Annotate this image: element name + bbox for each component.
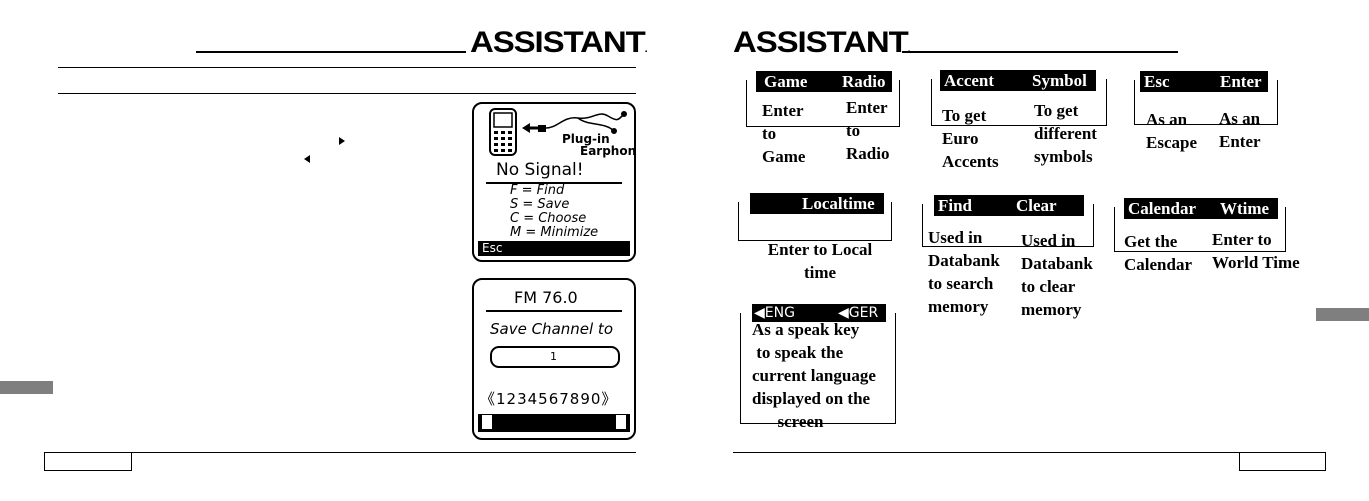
enter-key-label: Enter [1220, 72, 1262, 91]
left-header-line [196, 51, 466, 53]
wtime-desc: Enter to World Time [1212, 230, 1300, 272]
left-rule-top [58, 67, 636, 68]
calendar-wtime-key: Calendar Wtime [1124, 198, 1278, 219]
game-radio-bracket [746, 80, 900, 127]
fm-frequency: FM 76.0 [514, 288, 578, 307]
plug-in-label: Plug-in [562, 132, 610, 146]
accent-desc: To get Euro Accents [942, 106, 999, 171]
calendar-desc: Get the Calendar [1124, 232, 1192, 274]
option-choose: C = Choose [510, 211, 587, 226]
esc-key-label: Esc [1144, 72, 1170, 91]
find-clear-key: Find Clear [934, 195, 1084, 216]
symbol-desc: To get different symbols [1034, 101, 1097, 166]
earphone-label: Earphone [580, 144, 636, 158]
localtime-label: Localtime [802, 194, 875, 213]
no-signal-title: No Signal! [496, 160, 584, 180]
left-brand-logo: ASSISTANT. [470, 26, 648, 59]
radio-desc: Enter to Radio [846, 98, 890, 163]
speak-key-desc: As a speak key to speak the current lang… [752, 320, 876, 431]
find-label: Find [938, 196, 973, 215]
right-page-number-box [1239, 452, 1326, 471]
screen2-bottom-bar [478, 414, 630, 432]
radio-label: Radio [842, 72, 886, 91]
prev-channel-icon [482, 415, 492, 429]
option-save: S = Save [510, 197, 570, 212]
enter-desc: As an Enter [1219, 109, 1261, 151]
left-side-tab [0, 381, 53, 394]
game-radio-key: Game Radio [756, 71, 892, 92]
screen1-divider [486, 182, 622, 184]
ger-label: ◀GER [838, 305, 879, 321]
clear-desc: Used in Databank to clear memory [1021, 231, 1093, 319]
channel-field: 1 [490, 346, 620, 368]
accent-label: Accent [944, 71, 995, 90]
right-footer-line [733, 452, 1325, 453]
esc-label: Esc [482, 241, 503, 255]
left-rule-second [58, 93, 636, 94]
right-brand-logo: ASSISTANT. [733, 26, 911, 59]
left-footer-line [44, 452, 636, 453]
eng-label: ◀ENG [754, 305, 795, 321]
game-desc: Enter to Game [762, 101, 806, 166]
eng-ger-key: ◀ENG ◀GER [752, 304, 886, 322]
right-side-tab [1316, 308, 1369, 321]
channel-digits: 《1234567890》 [480, 390, 618, 408]
calendar-label: Calendar [1128, 199, 1196, 218]
fm-save-screen: FM 76.0 Save Channel to 1 《1234567890》 [472, 278, 636, 440]
localtime-desc: Enter to Local time [767, 240, 873, 282]
right-header-line [902, 51, 1178, 53]
option-find: F = Find [510, 183, 565, 198]
device-earphone-icon [489, 108, 627, 156]
esc-enter-key: Esc Enter [1140, 71, 1268, 92]
esc-enter-bracket [1134, 80, 1278, 125]
clear-label: Clear [1016, 196, 1057, 215]
next-channel-icon [616, 415, 626, 429]
eng-ger-bracket [740, 313, 896, 424]
esc-desc: As an Escape [1146, 110, 1197, 152]
screen2-divider-top [486, 310, 622, 312]
calendar-wtime-bracket [1114, 207, 1286, 252]
right-arrow-icon [339, 137, 345, 145]
wtime-label: Wtime [1220, 199, 1270, 218]
find-clear-bracket [922, 204, 1094, 247]
accent-symbol-key: Accent Symbol [940, 70, 1096, 91]
symbol-label: Symbol [1032, 71, 1087, 90]
accent-symbol-bracket [931, 79, 1107, 126]
right-brand-name: ASSISTANT [733, 26, 909, 59]
localtime-key: Localtime [750, 193, 884, 214]
channel-field-value: 1 [550, 350, 557, 363]
left-arrow-icon [304, 155, 310, 163]
save-channel-prompt: Save Channel to [490, 320, 613, 338]
screen1-bottom-bar: Esc [478, 241, 630, 256]
left-brand-name: ASSISTANT [470, 26, 646, 59]
find-desc: Used in Databank to search memory [928, 228, 1000, 316]
option-minimize: M = Minimize [510, 225, 599, 240]
localtime-bracket [738, 202, 892, 241]
no-signal-screen: Plug-in Earphone No Signal! F = Find S =… [472, 102, 636, 262]
game-label: Game [764, 72, 808, 91]
left-page-number-box [44, 452, 132, 471]
